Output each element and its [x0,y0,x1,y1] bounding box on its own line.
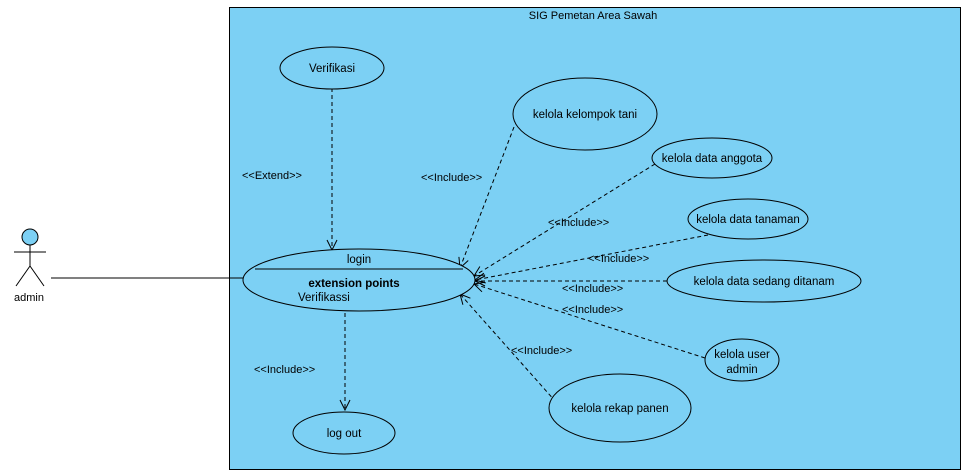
extend-label: <<Extend>> [242,170,302,182]
system-title: SIG Pemetan Area Sawah [529,10,657,22]
include-arrow-rekap [460,294,557,403]
include-arrow-anggota [474,163,656,276]
include-label-ditanam: <<Include>> [562,283,623,295]
usecase-data-sedang-ditanam-label: kelola data sedang ditanam [694,276,835,288]
include-label-kelompok: <<Include>> [421,172,482,184]
include-label-user: <<Include>> [562,304,623,316]
include-arrow-user [474,284,706,359]
usecase-user-admin-label-2: admin [726,364,757,376]
usecase-login-label: login [347,254,371,266]
actor-admin[interactable]: admin [14,228,46,304]
usecase-rekap-panen[interactable] [548,373,692,443]
usecase-data-tanaman[interactable] [687,198,809,240]
usecase-user-admin[interactable] [704,338,780,382]
usecase-kelompok-tani[interactable] [512,77,658,151]
usecase-login[interactable] [242,248,476,312]
include-label-anggota: <<Include>> [548,217,609,229]
include-label-logout: <<Include>> [254,364,315,376]
actor-head [21,228,39,246]
usecase-data-anggota-label: kelola data anggota [662,153,763,165]
usecase-verifikasi-label: Verifikasi [309,63,355,75]
usecase-data-tanaman-label: kelola data tanaman [696,214,800,226]
actor-label: admin [14,292,44,304]
usecase-verifikasi[interactable] [279,46,385,90]
usecase-data-sedang-ditanam[interactable] [666,259,862,303]
usecase-logout-label: log out [327,428,362,440]
usecase-data-anggota[interactable] [651,137,773,179]
extension-point-item: Verifikassi [298,292,350,304]
include-label-tanaman: <<Include>> [588,253,649,265]
usecase-logout[interactable] [292,411,396,455]
include-arrow-tanaman [475,234,709,280]
usecase-kelompok-tani-label: kelola kelompok tani [533,109,637,121]
include-label-rekap: <<Include>> [511,345,572,357]
usecase-rekap-panen-label: kelola rekap panen [571,403,668,415]
usecase-user-admin-label-1: kelola user [714,349,770,361]
extension-points-heading: extension points [308,278,399,290]
